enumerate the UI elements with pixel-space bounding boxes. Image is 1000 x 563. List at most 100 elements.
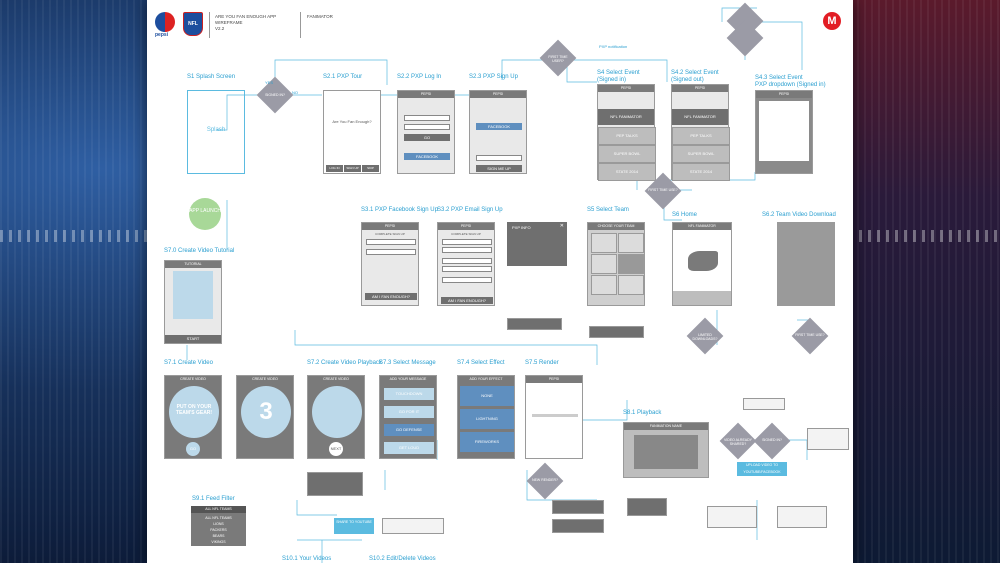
screen-s6-home: NFL FANIMATOR	[672, 222, 732, 306]
label-s7-4: S7.4 Select Effect	[457, 360, 505, 366]
label-s4-2-a: S4.2 Select Event	[671, 70, 719, 76]
team-tile-1[interactable]	[591, 233, 617, 253]
label-s2-2: S2.2 PXP Log In	[397, 74, 442, 80]
s32-field-3[interactable]	[442, 258, 492, 264]
lights-right	[850, 230, 1000, 242]
screen-s7-2-playback: CREATE VIDEO NEXT	[307, 375, 365, 459]
s4-item-1[interactable]: NFL FANIMATOR	[598, 109, 654, 125]
product-name: FANIMATOR	[307, 14, 333, 19]
decision-signed-in-1-text: SIGNED IN?	[265, 93, 285, 97]
s31-bar: PEPSI	[362, 223, 418, 230]
s91-item-3[interactable]: PACKERS	[210, 528, 227, 532]
screen-s2-2-login: PEPSI GO FACEBOOK	[397, 90, 455, 174]
tour-signup-button[interactable]: SIGN UP	[344, 165, 361, 172]
login-username-field[interactable]	[404, 115, 450, 121]
note-playback-options	[627, 498, 667, 516]
screen-s7-3-message: ADD YOUR MESSAGE TOUCHDOWN GO FOR IT GO …	[379, 375, 437, 459]
s32-field-1[interactable]	[442, 239, 492, 245]
s5-bar: CHOOSE YOUR TEAM	[588, 223, 644, 230]
s4-item-2[interactable]: PEP TALKS	[598, 127, 656, 145]
note-bottom-2	[777, 506, 827, 528]
label-s4-3-b: PXP dropdown (Signed in)	[755, 82, 826, 88]
m-logo-text: M	[827, 15, 837, 27]
flow-no-1: NO	[292, 90, 298, 95]
s74-item-1[interactable]: NONE	[460, 386, 514, 406]
team-tile-3[interactable]	[591, 254, 617, 274]
close-icon[interactable]: ✕	[559, 223, 564, 229]
s32-field-2[interactable]	[442, 247, 492, 253]
s73-item-4[interactable]: GET LOUD	[384, 442, 434, 454]
s32-field-4[interactable]	[442, 266, 492, 272]
login-password-field[interactable]	[404, 124, 450, 130]
pxp-notification-1: PXP notification	[599, 44, 628, 49]
s91-item-2[interactable]: LIONS	[213, 522, 224, 526]
label-s7-0: S7.0 Create Video Tutorial	[164, 248, 235, 254]
s81-video[interactable]	[634, 435, 698, 469]
s4-item-3[interactable]: SUPER BOWL	[598, 145, 656, 163]
s91-item-1[interactable]: ALL NFL TEAMS	[205, 516, 232, 520]
label-s3-2: S3.2 PXP Email Sign Up	[437, 207, 503, 213]
label-s5: S5 Select Team	[587, 207, 629, 213]
s91-item-5[interactable]: VIKINGS	[211, 540, 226, 544]
lights-left	[0, 230, 150, 242]
s32-field-5[interactable]	[442, 277, 492, 283]
login-bar: PEPSI	[398, 91, 454, 98]
record-go-button[interactable]: GO	[186, 442, 200, 456]
s81-bar: FANIMATION NAME	[624, 423, 708, 430]
share-youtube-box[interactable]: SHARE TO YOUTUBE	[334, 518, 374, 534]
s31-field-1[interactable]	[366, 239, 416, 245]
label-s4-3-a: S4.3 Select Event	[755, 75, 803, 81]
s74-item-3[interactable]: FIREWORKS	[460, 432, 514, 452]
background-right	[850, 0, 1000, 563]
login-facebook-button[interactable]: FACEBOOK	[404, 153, 450, 160]
s32-subtitle: COMPLETE SIGN UP	[451, 232, 481, 236]
wireframe-sheet: pepsi NFL ARE YOU FAN ENOUGH APP WIREFRA…	[147, 0, 853, 563]
signup-facebook-button[interactable]: FACEBOOK	[476, 123, 522, 130]
s74-item-2[interactable]: LIGHTNING	[460, 409, 514, 429]
decision-limited-downloads-text: LIMITED DOWNLOADS?	[692, 333, 718, 341]
s32-bar: PEPSI	[438, 223, 494, 230]
team-tile-6[interactable]	[618, 275, 644, 295]
decision-first-time-3-text: FIRST TIME USE?	[795, 333, 825, 337]
s73-item-3[interactable]: GO DEFENSE	[384, 424, 434, 436]
signup-submit-button[interactable]: SIGN ME UP	[476, 165, 522, 172]
s4-item-4[interactable]: STATE 2014	[598, 163, 656, 181]
screen-s7-4-effect: ADD YOUR EFFECT NONE LIGHTNING FIREWORKS	[457, 375, 515, 459]
tour-login-button[interactable]: LOG IN	[326, 165, 343, 172]
s42-item-1[interactable]: NFL FANIMATOR	[672, 109, 728, 125]
label-s8-1: S8.1 Playback	[623, 410, 662, 416]
note-render-1	[552, 500, 604, 514]
s72-next-button[interactable]: NEXT	[329, 442, 343, 456]
tour-skip-button[interactable]: SKIP	[362, 165, 379, 172]
header-divider	[209, 12, 210, 38]
s31-submit-button[interactable]: AM I FAN ENOUGH?	[365, 293, 417, 300]
s73-item-1[interactable]: TOUCHDOWN	[384, 388, 434, 400]
s72-preview	[312, 386, 362, 438]
signup-email-field[interactable]	[476, 155, 522, 161]
team-tile-4[interactable]	[618, 254, 644, 274]
screen-s7-5-render: PEPSI	[525, 375, 583, 459]
login-go-button[interactable]: GO	[404, 134, 450, 141]
screen-s4-event-signed-in: PEPSI NFL FANIMATOR PEP TALKS SUPER BOWL…	[597, 84, 656, 181]
screen-s7-1-create-video: CREATE VIDEO PUT ON YOUR TEAM'S GEAR! GO	[164, 375, 222, 459]
s43-dropdown-panel[interactable]	[759, 101, 809, 161]
s6-nav-bar[interactable]	[673, 291, 731, 305]
s42-item-2[interactable]: PEP TALKS	[672, 127, 730, 145]
s42-item-4[interactable]: STATE 2014	[672, 163, 730, 181]
label-s4-b: (Signed in)	[597, 77, 627, 83]
splash-text: Splash	[206, 127, 226, 133]
team-tile-2[interactable]	[618, 233, 644, 253]
label-s6: S6 Home	[672, 212, 698, 218]
s32-submit-button[interactable]: AM I FAN ENOUGH?	[441, 297, 493, 304]
team-tile-5[interactable]	[591, 275, 617, 295]
s73-item-2[interactable]: GO FOR IT	[384, 406, 434, 418]
upload-video-box[interactable]: UPLOAD VIDEO TO YOUTUBE/FACEBOOK	[737, 462, 787, 476]
s42-item-3[interactable]: SUPER BOWL	[672, 145, 730, 163]
label-s2-1: S2.1 PXP Tour	[323, 74, 363, 80]
tutorial-start-button[interactable]: START	[165, 335, 221, 343]
note-share-top	[743, 398, 785, 410]
s31-field-2[interactable]	[366, 249, 416, 255]
s91-item-4[interactable]: BEARS	[212, 534, 225, 538]
label-s10-1: S10.1 Your Videos	[282, 556, 332, 562]
